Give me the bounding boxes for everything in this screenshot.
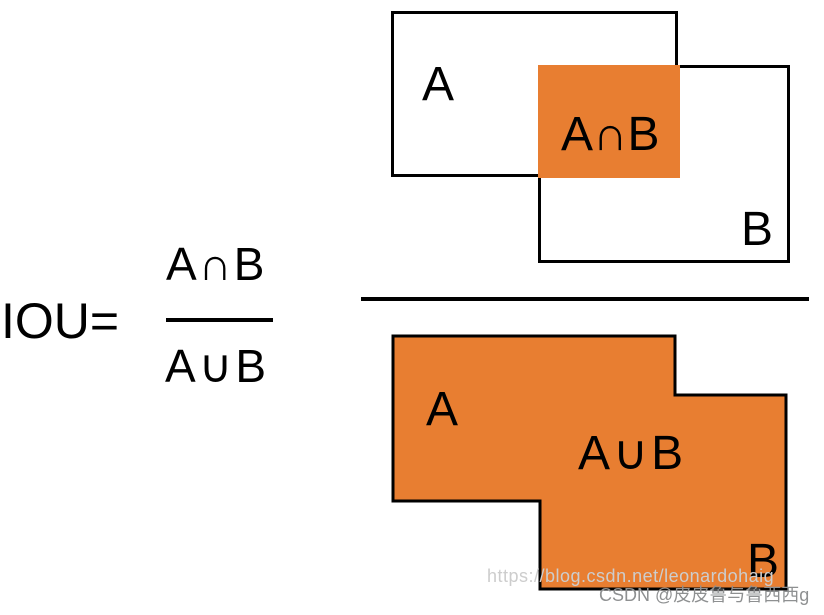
top-intersection-box: [538, 65, 680, 178]
top-label-b: B: [741, 203, 774, 256]
union-polygon: [391, 334, 788, 591]
formula-lhs: IOU=: [1, 293, 120, 349]
bottom-label-union: A∪B: [578, 427, 687, 480]
fraction-divider-line: [361, 297, 809, 301]
top-label-a: A: [422, 58, 455, 111]
bottom-label-a: A: [426, 383, 459, 436]
union-shape: [391, 334, 788, 591]
formula-denominator: A∪B: [165, 340, 270, 392]
watermark-user: CSDN @皮皮鲁与鲁西西g: [599, 585, 810, 605]
formula-numerator: A∩B: [166, 238, 267, 290]
bottom-label-b: B: [747, 535, 780, 588]
top-label-intersection: A∩B: [561, 108, 660, 161]
watermark-url: https://blog.csdn.net/leonardohaig: [487, 566, 775, 586]
formula-fraction-bar: [166, 318, 273, 322]
